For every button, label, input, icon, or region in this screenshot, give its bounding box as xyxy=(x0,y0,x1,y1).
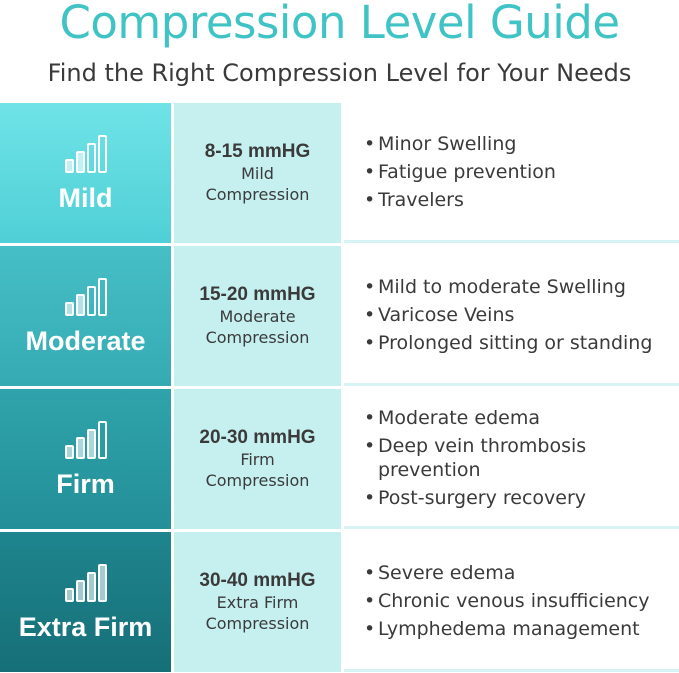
list-item: •Chronic venous insufficiency xyxy=(364,587,679,615)
bullet: • xyxy=(364,160,376,183)
uses-list: •Minor Swelling •Fatigue prevention •Tra… xyxy=(344,103,679,243)
compression-guide-table: Mild 8-15 mmHG Mild Compression •Minor S… xyxy=(0,103,679,673)
pressure-range: 30-40 mmHG xyxy=(199,570,316,591)
pressure-range: 8-15 mmHG xyxy=(204,141,311,162)
list-item: •Deep vein thrombosis prevention xyxy=(364,432,679,484)
level-subtitle-line1: Mild xyxy=(241,164,274,183)
signal-bar xyxy=(64,302,74,316)
pressure-cell: 20-30 mmHG Firm Compression xyxy=(174,389,341,529)
signal-bars-icon xyxy=(64,133,107,173)
level-cell: Mild xyxy=(0,103,171,243)
pressure-range: 15-20 mmHG xyxy=(199,284,316,305)
list-item: •Fatigue prevention xyxy=(364,158,679,186)
bullet: • xyxy=(364,617,376,640)
signal-bar xyxy=(86,286,96,316)
pressure-range: 20-30 mmHG xyxy=(199,427,316,448)
signal-bar xyxy=(97,278,107,316)
level-cell: Moderate xyxy=(0,246,171,386)
level-cell: Firm xyxy=(0,389,171,529)
level-subtitle-line1: Moderate xyxy=(219,307,296,326)
bullet: • xyxy=(364,188,376,211)
signal-bar xyxy=(75,151,85,173)
list-item: •Prolonged sitting or standing xyxy=(364,329,679,357)
signal-bar xyxy=(86,572,96,602)
uses-list: •Mild to moderate Swelling •Varicose Vei… xyxy=(344,246,679,386)
level-name: Moderate xyxy=(25,326,146,356)
bullet: • xyxy=(364,132,376,155)
level-subtitle-line1: Firm xyxy=(240,450,275,469)
uses-list: •Moderate edema •Deep vein thrombosis pr… xyxy=(344,389,679,529)
signal-bar xyxy=(75,294,85,316)
signal-bars-icon xyxy=(64,419,107,459)
level-subtitle-line1: Extra Firm xyxy=(216,593,299,612)
bullet: • xyxy=(364,486,376,509)
bullet: • xyxy=(364,275,376,298)
level-row-firm: Firm 20-30 mmHG Firm Compression •Modera… xyxy=(0,389,679,529)
list-item: •Mild to moderate Swelling xyxy=(364,273,679,301)
signal-bar xyxy=(97,135,107,173)
signal-bars-icon xyxy=(64,562,107,602)
list-item: •Travelers xyxy=(364,186,679,214)
pressure-cell: 30-40 mmHG Extra Firm Compression xyxy=(174,532,341,672)
list-item: •Moderate edema xyxy=(364,404,679,432)
list-item: •Lymphedema management xyxy=(364,615,679,643)
level-subtitle-line2: Compression xyxy=(205,328,310,347)
pressure-cell: 8-15 mmHG Mild Compression xyxy=(174,103,341,243)
level-subtitle-line2: Compression xyxy=(205,471,310,490)
level-subtitle-line2: Compression xyxy=(205,614,310,633)
list-item: •Varicose Veins xyxy=(364,301,679,329)
pressure-cell: 15-20 mmHG Moderate Compression xyxy=(174,246,341,386)
signal-bar xyxy=(86,143,96,173)
list-item: •Post-surgery recovery xyxy=(364,484,679,512)
level-name: Extra Firm xyxy=(18,612,153,642)
signal-bar xyxy=(97,421,107,459)
page-subtitle: Find the Right Compression Level for You… xyxy=(47,59,632,87)
bullet: • xyxy=(364,331,376,354)
list-item: •Minor Swelling xyxy=(364,130,679,158)
bullet: • xyxy=(364,589,376,612)
list-item: •Severe edema xyxy=(364,559,679,587)
signal-bar xyxy=(75,437,85,459)
signal-bar xyxy=(64,159,74,173)
signal-bar xyxy=(75,580,85,602)
bullet: • xyxy=(364,303,376,326)
level-row-moderate: Moderate 15-20 mmHG Moderate Compression… xyxy=(0,246,679,386)
signal-bars-icon xyxy=(64,276,107,316)
signal-bar xyxy=(64,588,74,602)
level-cell: Extra Firm xyxy=(0,532,171,672)
bullet: • xyxy=(364,561,376,584)
uses-list: •Severe edema •Chronic venous insufficie… xyxy=(344,532,679,672)
level-subtitle-line2: Compression xyxy=(205,185,310,204)
level-row-mild: Mild 8-15 mmHG Mild Compression •Minor S… xyxy=(0,103,679,243)
level-name: Firm xyxy=(56,469,115,499)
page-title: Compression Level Guide xyxy=(59,0,620,49)
level-name: Mild xyxy=(58,183,113,213)
signal-bar xyxy=(86,429,96,459)
signal-bar xyxy=(64,445,74,459)
level-row-extra-firm: Extra Firm 30-40 mmHG Extra Firm Compres… xyxy=(0,532,679,672)
bullet: • xyxy=(364,406,376,429)
signal-bar xyxy=(97,564,107,602)
bullet: • xyxy=(364,434,376,457)
